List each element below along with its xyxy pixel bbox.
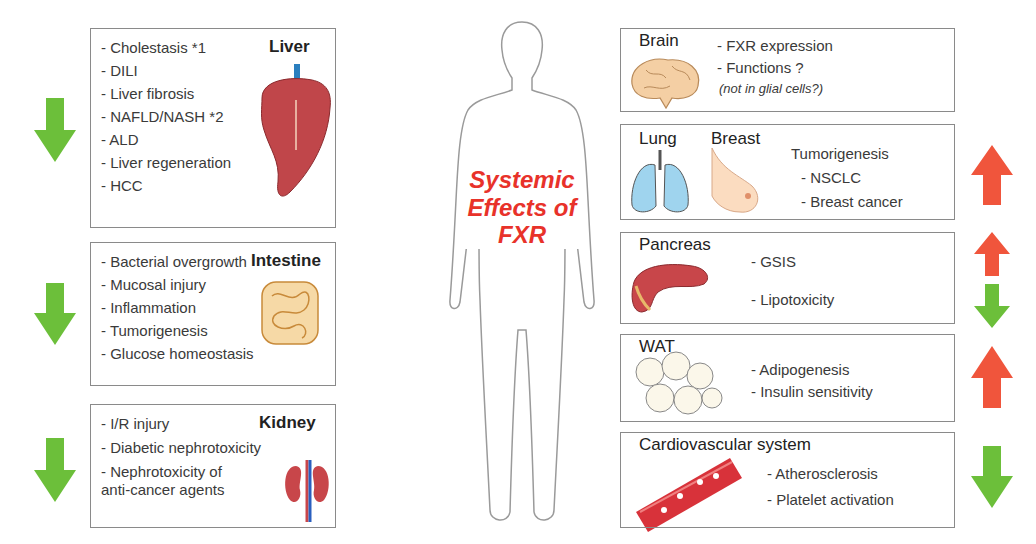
organ-name: Breast: [711, 129, 760, 149]
effect-item: - Breast cancer: [801, 193, 903, 211]
lung-icon: [632, 150, 689, 212]
organ-box: WAT - Adipogenesis - Insulin sensitivity: [620, 334, 955, 422]
effect-item: - Lipotoxicity: [751, 291, 834, 309]
organ-name: Liver: [269, 37, 310, 57]
organ-name: Lung: [639, 129, 677, 149]
kidney-icon: [285, 460, 329, 522]
effect-item: - I/R injury: [101, 415, 169, 433]
organ-box: Cardiovascular system - Atherosclerosis - …: [620, 432, 955, 528]
effect-item: - Tumorigenesis: [101, 322, 208, 340]
effect-item: - Diabetic nephrotoxicity: [101, 439, 261, 457]
effect-item: Tumorigenesis: [791, 145, 889, 163]
adipocyte-icon: [636, 352, 722, 414]
organ-name: WAT: [639, 337, 675, 357]
effect-item: - Platelet activation: [767, 491, 894, 509]
effect-item: - Bacterial overgrowth: [101, 253, 247, 271]
liver-icon: [262, 64, 331, 196]
effect-item: - Liver regeneration: [101, 154, 231, 172]
effect-item: - HCC: [101, 177, 143, 195]
effect-item: - Functions ?: [717, 59, 804, 77]
organ-name: Brain: [639, 31, 679, 51]
increase-arrow: [971, 346, 1013, 408]
effect-item: - Adipogenesis: [751, 361, 849, 379]
organ-box: Pancreas - GSIS - Lipotoxicity: [620, 232, 955, 324]
effect-item: (not in glial cells?): [719, 81, 823, 97]
body-silhouette: [450, 22, 594, 520]
brain-icon: [632, 59, 699, 108]
breast-icon: [712, 148, 758, 212]
pancreas-icon: [632, 265, 708, 312]
effect-item: - ALD: [101, 131, 139, 149]
intestine-icon: [262, 282, 318, 344]
organ-box: Kidney - I/R injury - Diabetic nephrotoxic…: [90, 404, 336, 528]
effect-item: - Atherosclerosis: [767, 465, 878, 483]
decrease-arrow: [34, 98, 76, 162]
effect-item: - DILI: [101, 62, 138, 80]
organ-name: Kidney: [259, 413, 316, 433]
effect-item: - NAFLD/NASH *2: [101, 108, 224, 126]
effect-item: - Glucose homeostasis: [101, 345, 254, 363]
decrease-arrow: [971, 446, 1013, 508]
organ-name: Cardiovascular system: [639, 435, 811, 455]
effect-item: - NSCLC: [801, 169, 861, 187]
organ-box: Brain - FXR expression - Functions ? (not i…: [620, 28, 955, 112]
effect-item: - Cholestasis *1: [101, 39, 206, 57]
organ-box: Liver - Cholestasis *1 - DILI - Liver fibro…: [90, 28, 336, 228]
decrease-arrow: [34, 438, 76, 502]
decrease-arrow: [34, 283, 76, 345]
center-title: Systemic Effects of FXR: [462, 166, 582, 249]
increase-arrow: [971, 145, 1013, 205]
effect-item: - Liver fibrosis: [101, 85, 194, 103]
organ-name: Intestine: [251, 251, 321, 271]
effect-item: - Insulin sensitivity: [751, 383, 873, 401]
organ-name: Pancreas: [639, 235, 711, 255]
effect-item: - GSIS: [751, 253, 796, 271]
vessel-icon: [636, 458, 742, 532]
effect-item: - Mucosal injury: [101, 276, 206, 294]
increase-arrow: [974, 232, 1010, 276]
effect-item: - Inflammation: [101, 299, 196, 317]
effect-item: - Nephrotoxicity of anti-cancer agents: [101, 463, 251, 499]
organ-box: Lung BreastTumorigenesis - NSCLC - Breast c…: [620, 124, 955, 220]
decrease-arrow: [974, 284, 1010, 328]
organ-box: Intestine- Bacterial overgrowth - Mucosal…: [90, 242, 336, 386]
effect-item: - FXR expression: [717, 37, 833, 55]
